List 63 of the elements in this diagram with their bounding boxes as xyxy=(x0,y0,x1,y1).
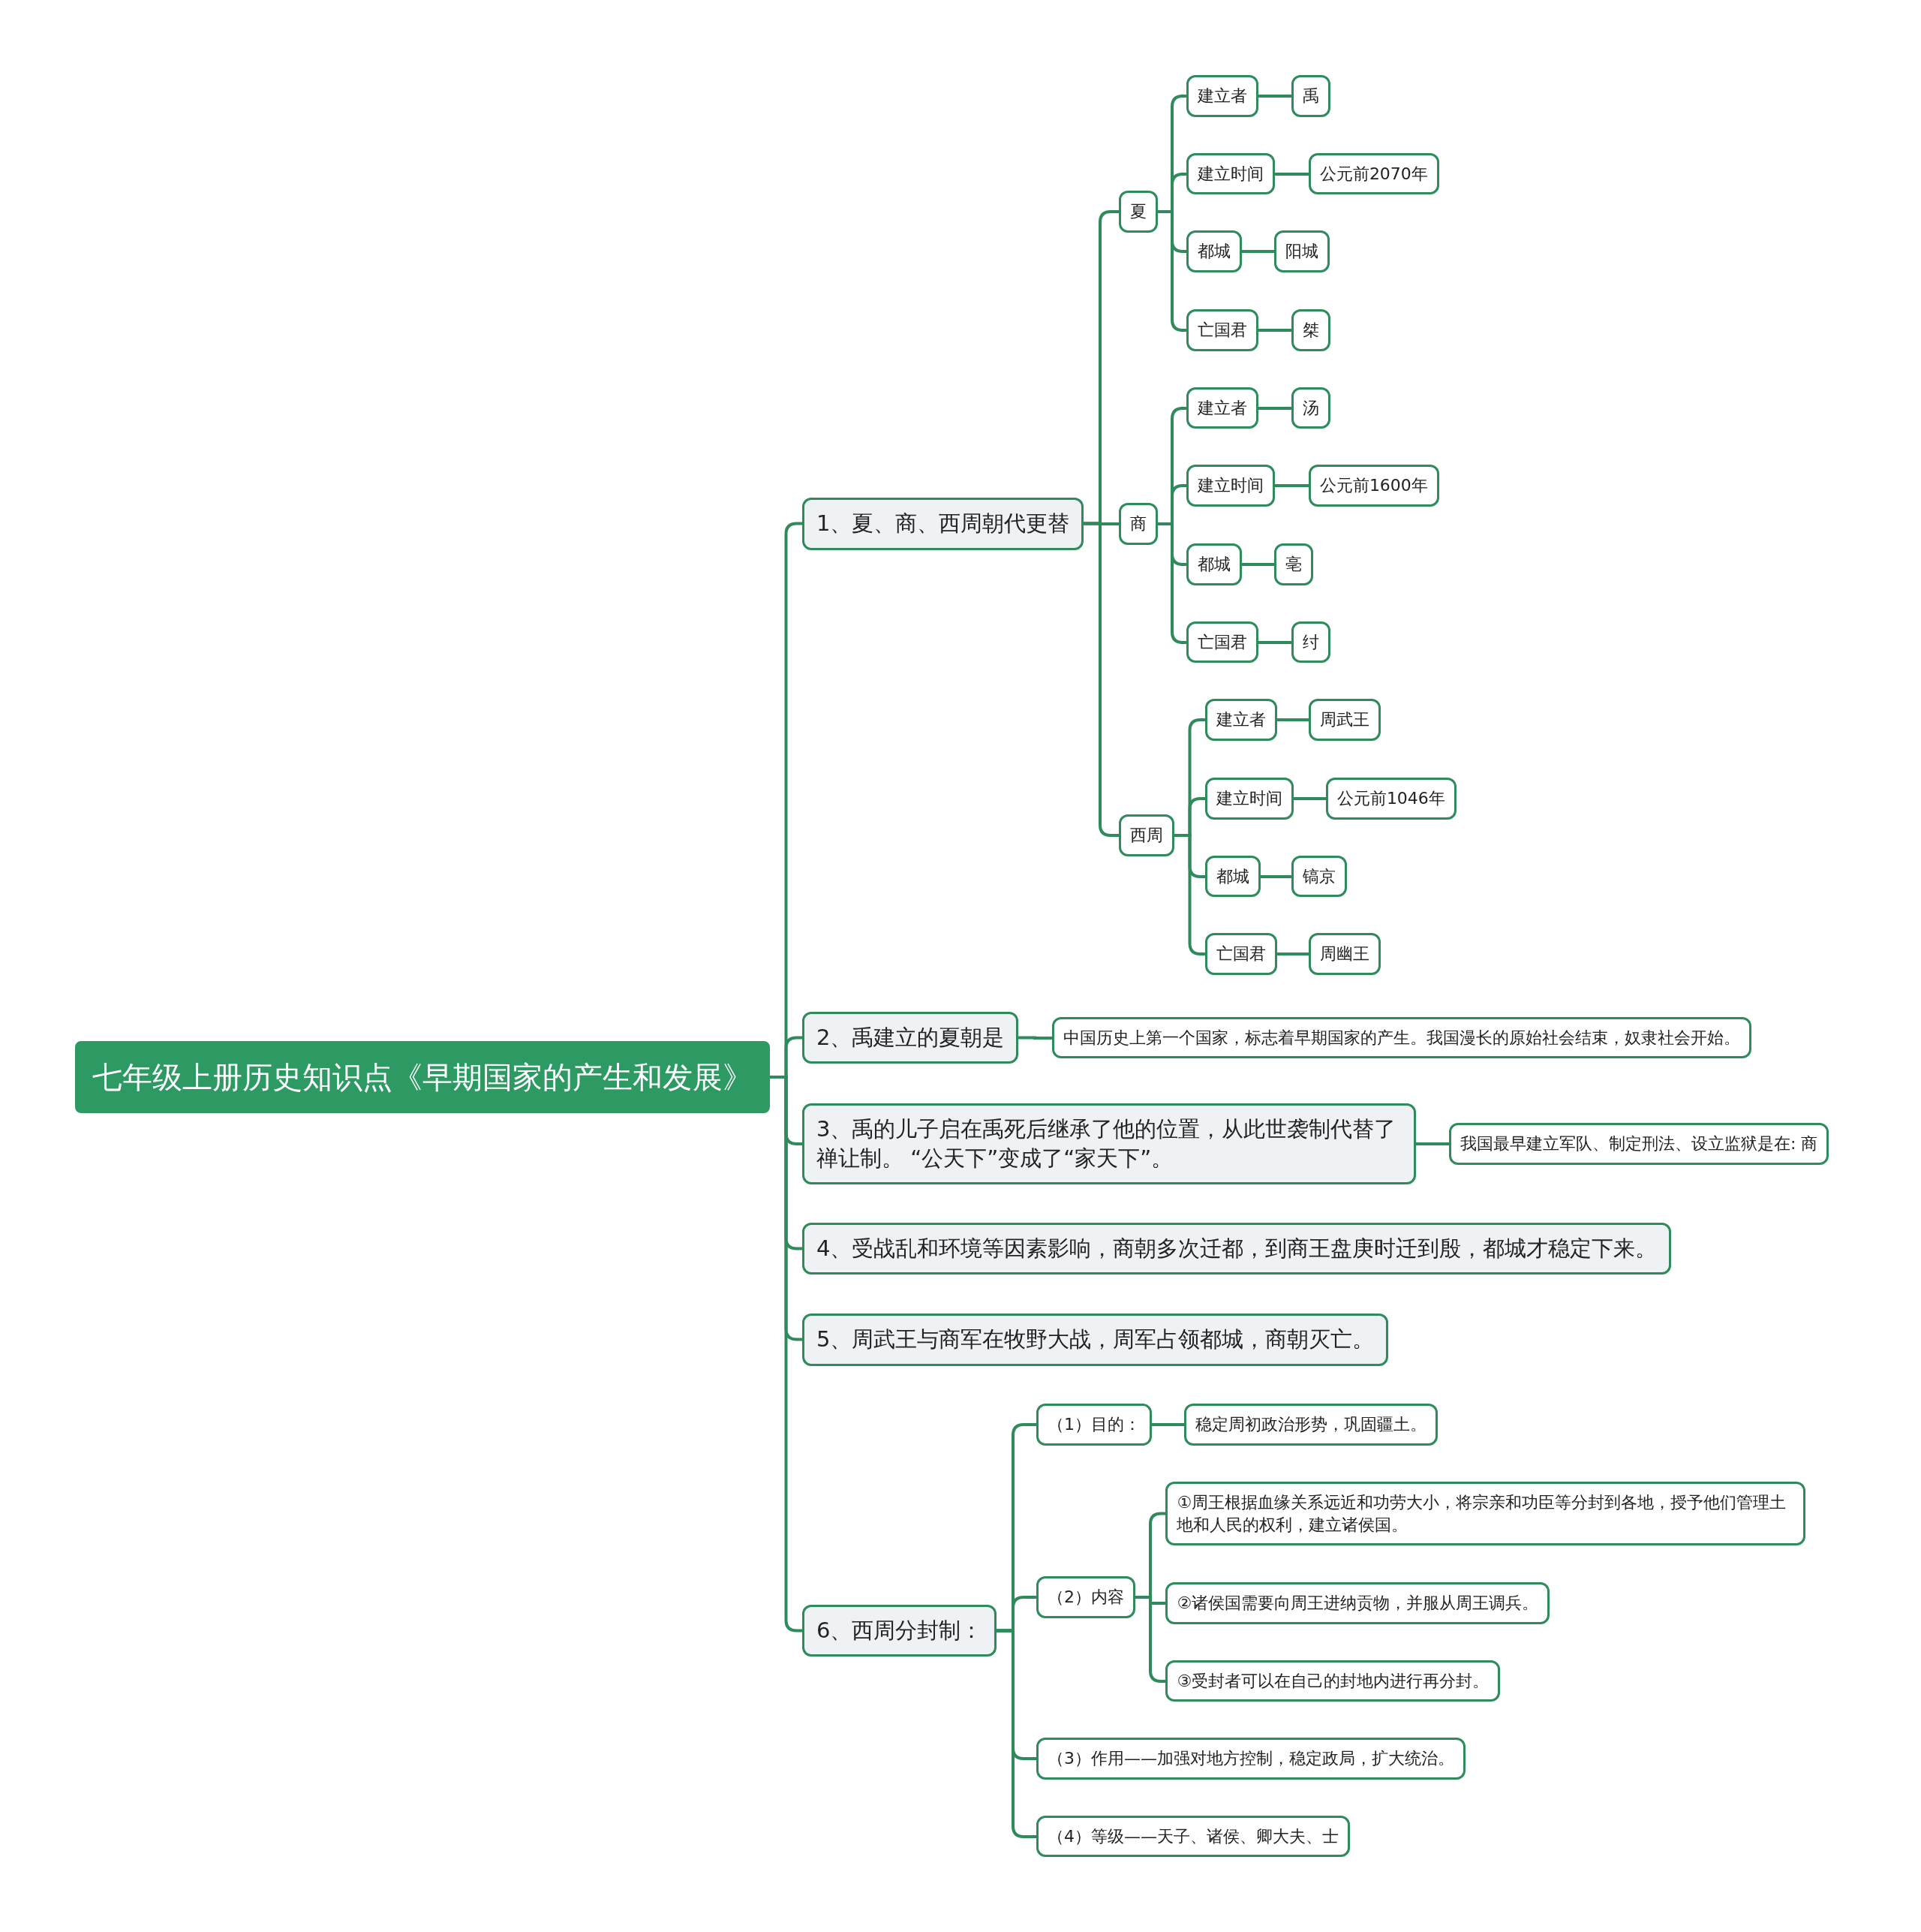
item-box: 禹 xyxy=(1291,75,1330,117)
connector-line xyxy=(1277,718,1309,721)
item-box: ②诸侯国需要向周王进纳贡物，并服从周王调兵。 xyxy=(1165,1582,1550,1625)
item-box: 亡国君 xyxy=(1186,621,1259,664)
item-box: 建立者 xyxy=(1204,698,1277,741)
item-box: （3）作用——加强对地方控制，稳定政局，扩大统治。 xyxy=(1036,1738,1466,1780)
item-box: 建立时间 xyxy=(1186,152,1276,195)
item-box: 公元前1046年 xyxy=(1325,778,1457,820)
connector-line xyxy=(1275,484,1309,487)
branch-box: 2、禹建立的夏朝是 xyxy=(802,1012,1019,1064)
item-box: 都城 xyxy=(1186,543,1243,585)
item-box: 夏 xyxy=(1119,191,1158,233)
item-box: （4）等级——天子、诸侯、卿大夫、士 xyxy=(1036,1815,1350,1858)
item-box: 阳城 xyxy=(1273,230,1330,272)
branch-box: 4、受战乱和环境等因素影响，商朝多次迁都，到商王盘庚时迁到殷，都城才稳定下来。 xyxy=(802,1222,1672,1275)
item-box: 纣 xyxy=(1291,621,1330,664)
item-box: 西周 xyxy=(1119,814,1174,856)
branch-box: 3、禹的儿子启在禹死后继承了他的位置，从此世袭制代替了禅让制。 “公天下”变成了“家天下”。 xyxy=(802,1103,1416,1185)
item-box: 周武王 xyxy=(1308,698,1381,741)
item-box: 都城 xyxy=(1204,855,1261,898)
item-box: ③受封者可以在自己的封地内进行再分封。 xyxy=(1165,1660,1501,1702)
item-box: 中国历史上第一个国家，标志着早期国家的产生。我国漫长的原始社会结束，奴隶社会开始。 xyxy=(1052,1016,1752,1059)
item-box: 建立者 xyxy=(1186,387,1259,429)
connector-line xyxy=(1258,95,1291,98)
item-box: 汤 xyxy=(1291,387,1330,429)
connector-line xyxy=(1242,563,1274,566)
connector-line xyxy=(1258,407,1291,410)
item-box: 公元前2070年 xyxy=(1308,152,1439,195)
item-box: 稳定周初政治形势，巩固疆土。 xyxy=(1184,1404,1438,1446)
item-box: 亡国君 xyxy=(1204,932,1277,975)
connector-line xyxy=(1158,210,1186,332)
item-box: 商 xyxy=(1119,502,1158,545)
item-box: 我国最早建立军队、制定刑法、设立监狱是在: 商 xyxy=(1449,1122,1829,1165)
item-box: 镐京 xyxy=(1291,855,1347,898)
connector-line xyxy=(1294,797,1326,800)
connector-line xyxy=(1258,329,1291,332)
branch-box: 1、夏、商、西周朝代更替 xyxy=(802,498,1084,550)
item-box: 亡国君 xyxy=(1186,309,1259,351)
connector-line xyxy=(1242,250,1274,253)
item-box: 周幽王 xyxy=(1308,932,1381,975)
branch-box: 5、周武王与商军在牧野大战，周军占领都城，商朝灭亡。 xyxy=(802,1314,1389,1366)
connector-line xyxy=(1152,1423,1184,1426)
item-box: 建立时间 xyxy=(1186,464,1276,507)
connector-line xyxy=(1416,1142,1449,1145)
branch-box: 6、西周分封制： xyxy=(802,1604,997,1657)
connector-line xyxy=(1277,952,1309,955)
item-box: 都城 xyxy=(1186,230,1243,272)
item-box: 建立时间 xyxy=(1204,778,1294,820)
item-box: （1）目的： xyxy=(1036,1404,1152,1446)
connector-line xyxy=(1174,834,1205,955)
connector-line xyxy=(1261,875,1291,878)
item-box: 桀 xyxy=(1291,309,1330,351)
topic-box: 七年级上册历史知识点《早期国家的产生和发展》 xyxy=(75,1041,771,1114)
item-box: 亳 xyxy=(1273,543,1313,585)
item-box: （2）内容 xyxy=(1036,1576,1135,1618)
item-box: 公元前1600年 xyxy=(1308,464,1439,507)
connector-line xyxy=(1084,522,1119,837)
connector-line xyxy=(1258,641,1291,644)
connector-line xyxy=(1275,173,1309,176)
connector-line xyxy=(1158,522,1186,644)
item-box: ①周王根据血缘关系远近和功劳大小，将宗亲和功臣等分封到各地，授予他们管理土地和人民的权利，建立诸侯国。 xyxy=(1165,1481,1805,1546)
item-box: 建立者 xyxy=(1186,75,1259,117)
connector-line xyxy=(1018,1036,1052,1040)
